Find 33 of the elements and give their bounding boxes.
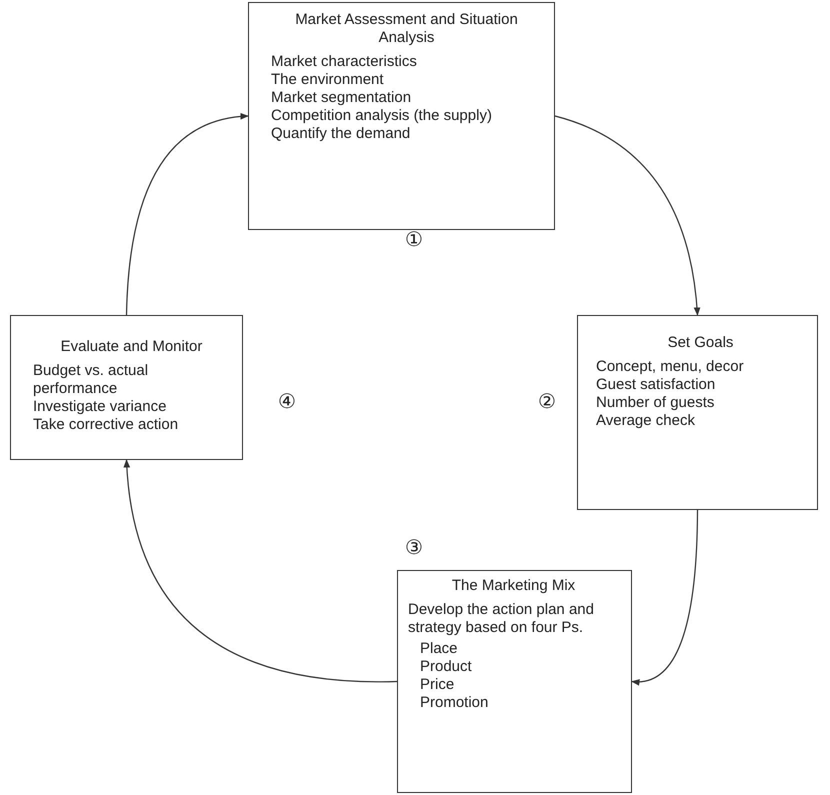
list-item: Quantify the demand	[271, 125, 412, 143]
list-item: Market segmentation	[271, 89, 412, 107]
curved-arrow	[126, 113, 249, 316]
list-item: Market characteristics	[271, 53, 418, 71]
list-item: Budget vs. actual performance	[33, 362, 150, 398]
box-heading: Evaluate and Monitor	[60, 338, 204, 356]
step-number: ①	[405, 229, 423, 251]
box-heading: The Marketing Mix	[450, 577, 576, 595]
list-item: The environment	[271, 71, 385, 89]
box-heading: Market Assessment and Situation Analysis	[294, 11, 519, 47]
list-item: Take corrective action	[33, 416, 180, 434]
list-item: Competition analysis (the supply)	[271, 107, 493, 125]
list-item: Investigate variance	[33, 398, 168, 416]
curved-arrow	[554, 115, 700, 316]
process-box	[577, 315, 818, 510]
process-box	[10, 315, 243, 460]
list-item: Concept, menu, decor	[596, 358, 745, 376]
list-item: Place	[420, 640, 459, 658]
process-box	[397, 570, 632, 793]
box-heading: Set Goals	[666, 334, 734, 352]
list-item: Price	[420, 676, 456, 694]
list-item: Average check	[596, 412, 696, 430]
list-item: Guest satisfaction	[596, 376, 716, 394]
list-item: Number of guests	[596, 394, 716, 412]
curved-arrow	[124, 459, 397, 682]
step-number: ③	[405, 537, 423, 559]
step-number: ②	[538, 391, 556, 413]
list-item: Product	[420, 658, 473, 676]
list-item: Promotion	[420, 694, 490, 712]
step-number: ④	[278, 391, 296, 413]
curved-arrow	[631, 510, 698, 685]
process-box	[248, 2, 555, 230]
list-item: Develop the action plan and strategy based on four Ps.	[408, 601, 595, 637]
